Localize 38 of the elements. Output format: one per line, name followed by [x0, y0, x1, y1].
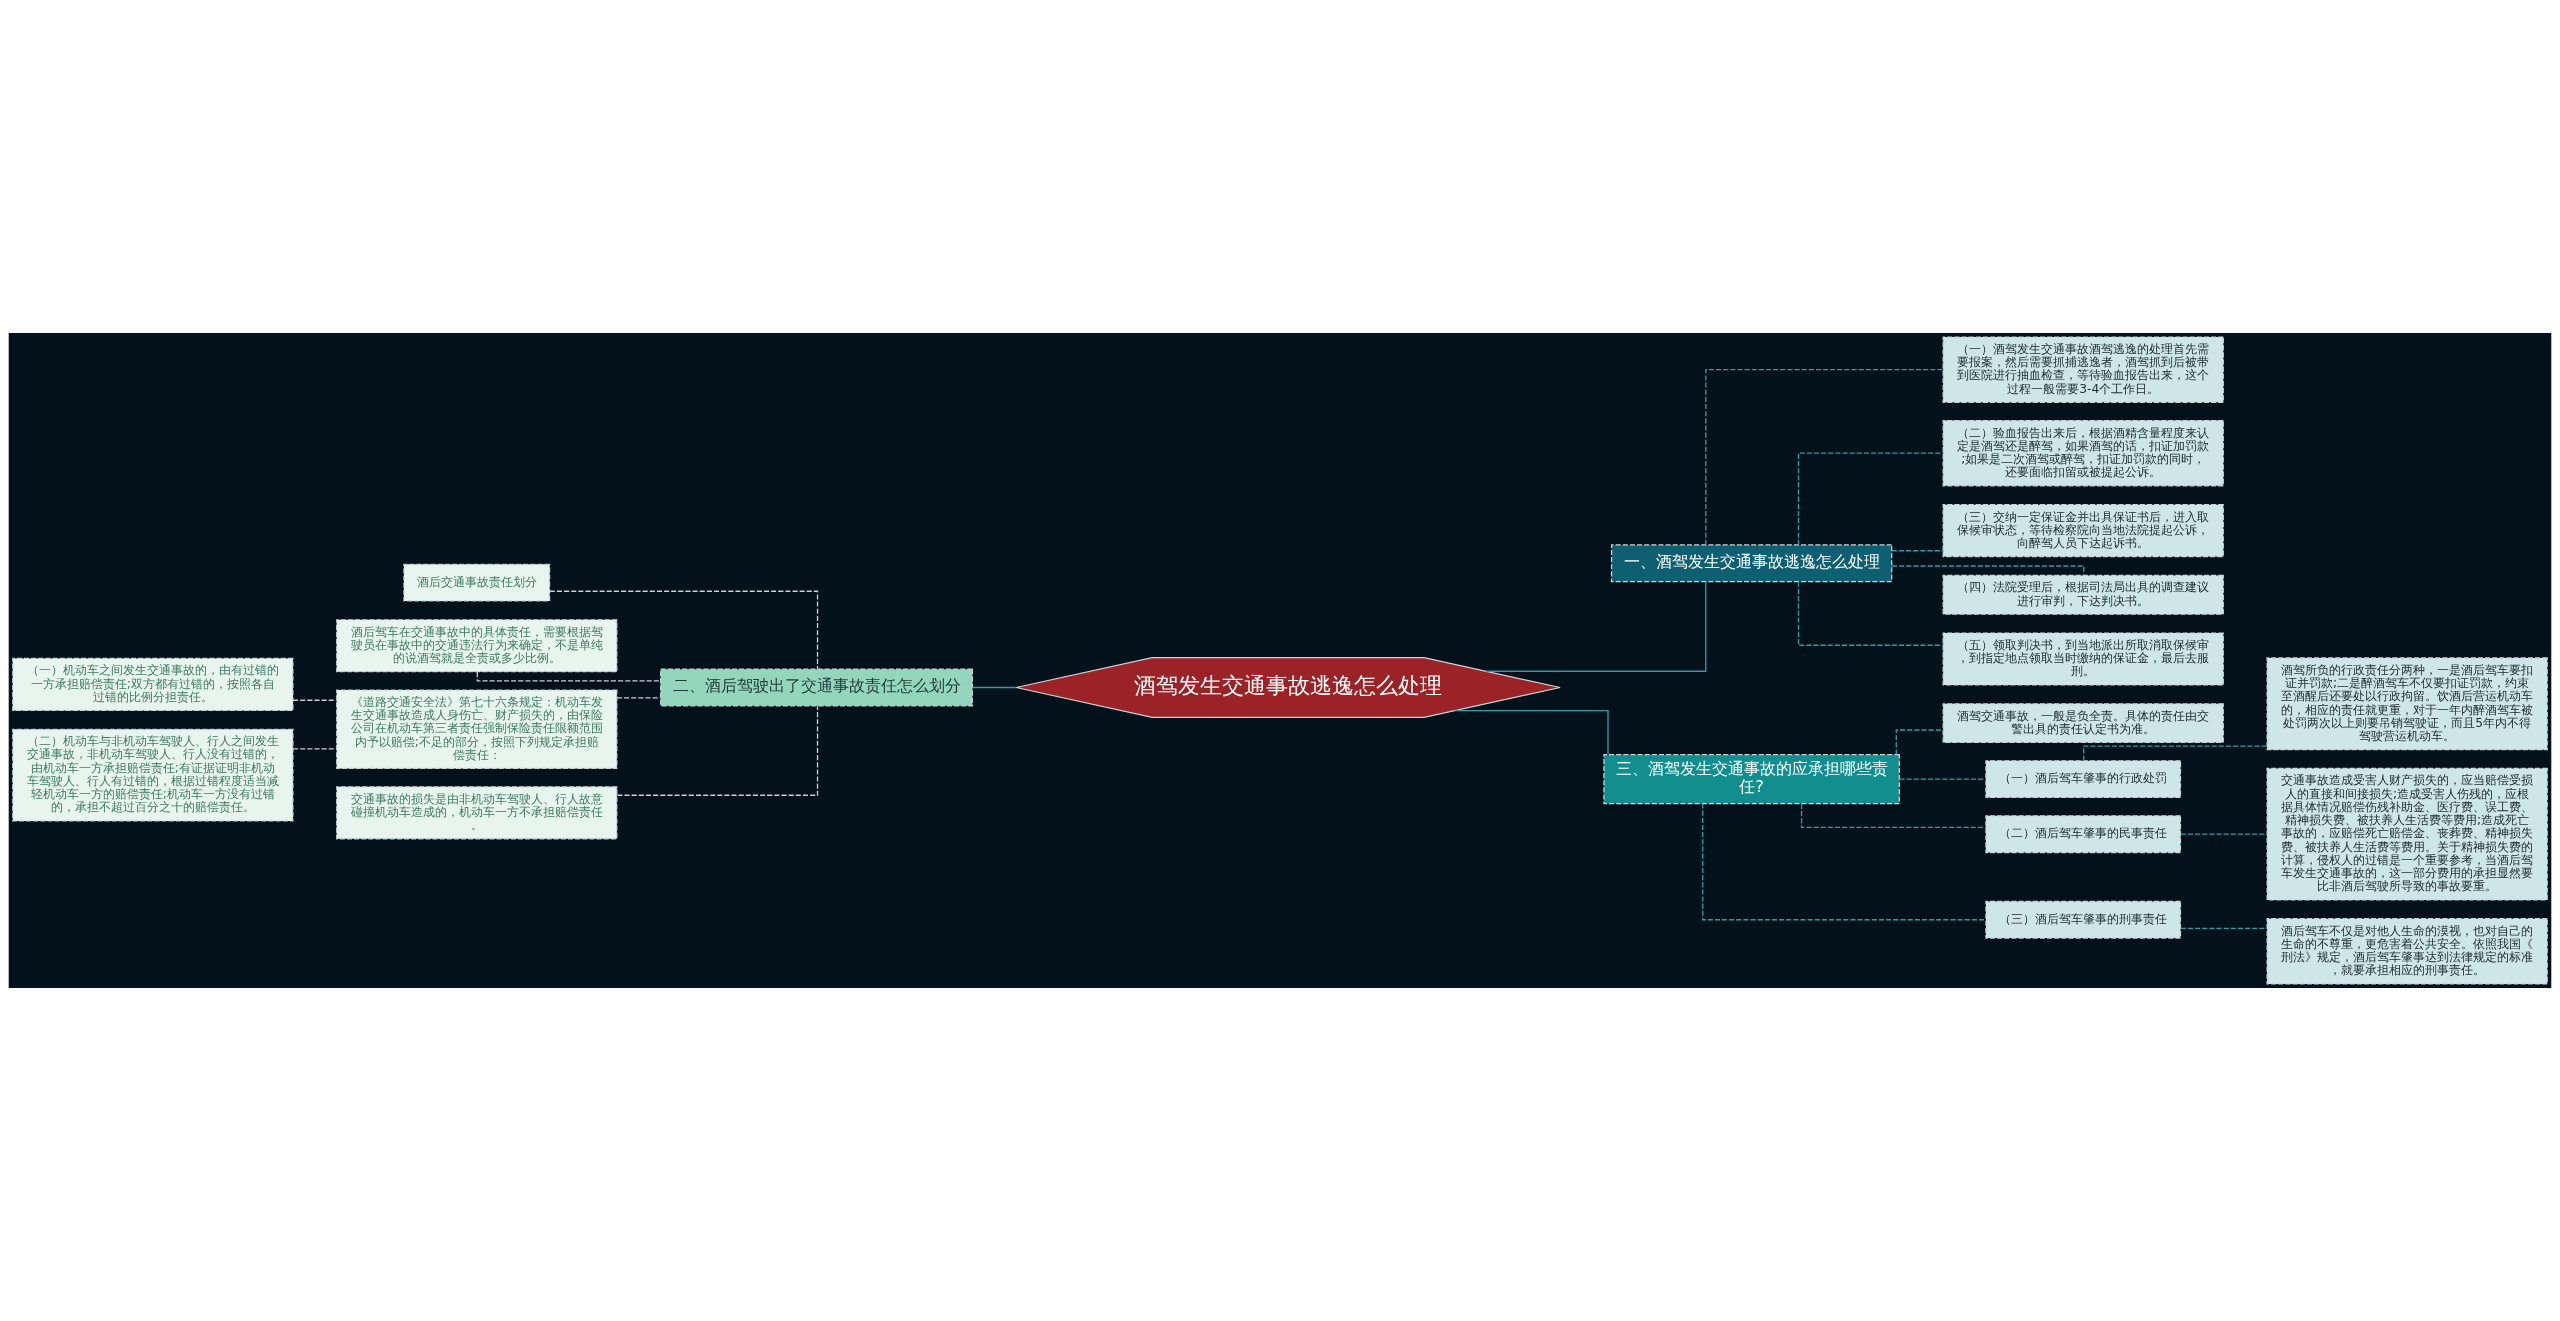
node-box: 酒后驾车不仅是对他人生命的漠视，也对自己的生命的不尊重，更危害着公共安全。依照我国《刑法》规定，酒后驾车肇事达到法律规定的标准，就要承担相应的刑事责任。: [2266, 918, 2548, 985]
connector: [1454, 709, 1609, 756]
connector: [1702, 803, 1987, 921]
node-box: 二、酒后驾驶出了交通事故责任怎么划分: [660, 668, 973, 707]
connector: [1895, 729, 1944, 756]
connector: [971, 686, 1017, 689]
connector: [1797, 581, 1944, 646]
connector: [1485, 581, 1707, 672]
node-box: （二）酒后驾车肇事的民事责任: [1985, 815, 2182, 854]
connector: [549, 590, 819, 670]
connector: [292, 699, 338, 701]
connector: [476, 671, 661, 682]
node-box: （一）酒后驾车肇事的行政处罚: [1985, 760, 2182, 799]
connector: [2180, 927, 2268, 930]
connector: [1705, 369, 1944, 546]
node-box: （二）机动车与非机动车驾驶人、行人之间发生交通事故，非机动车驾驶人、行人没有过错的，由机动车一方承担赔偿责任;有证据证明非机动车驾驶人、行人有过错的，根据过错程度适当减轻机动车一方的赔偿责任;机动车一方没有过错的，承担不超过百分之十的赔偿责任。: [12, 728, 294, 822]
node-box: 酒后驾车在交通事故中的具体责任，需要根据驾驶员在事故中的交通违法行为来确定，不是单纯的说酒驾就是全责或多少比例。: [336, 619, 618, 673]
node-box: 交通事故的损失是由非机动车驾驶人、行人故意碰撞机动车造成的，机动车一方不承担赔偿责任。: [336, 786, 618, 840]
node-box: 三、酒驾发生交通事故的应承担哪些责任?: [1603, 754, 1900, 805]
node-box: （四）法院受理后，根据司法局出具的调查建议进行审判，下达判决书。: [1942, 574, 2224, 615]
connector: [1898, 778, 1987, 780]
node-box: 酒驾交通事故，一般是负全责。具体的责任由交警出具的责任认定书为准。: [1942, 703, 2224, 744]
connector: [616, 705, 819, 796]
node-box: （一）酒驾发生交通事故酒驾逃逸的处理首先需要报案，然后需要抓捕逃逸者，酒驾抓到后被带到医院进行抽血检查，等待验血报告出来，这个过程一般需要3-4个工作日。: [1942, 336, 2224, 403]
node-box: （一）机动车之间发生交通事故的，由有过错的一方承担赔偿责任;双方都有过错的，按照各自过错的比例分担责任。: [12, 657, 294, 711]
node-box: 《道路交通安全法》第七十六条规定：机动车发生交通事故造成人身伤亡、财产损失的，由保险公司在机动车第三者责任强制保险责任限额范围内予以赔偿;不足的部分，按照下列规定承担赔偿责任：: [336, 689, 618, 770]
connector: [2180, 833, 2268, 835]
node-box: （三）酒后驾车肇事的刑事责任: [1985, 900, 2182, 939]
node-box: 酒驾所负的行政责任分两种，一是酒后驾车要扣证并罚款;二是醉酒驾车不仅要扣证罚款，约束至酒醒后还要处以行政拘留。饮酒后营运机动车的，相应的责任就更重，对于一年内醉酒驾车被处罚两次以上则要吊销驾驶证，而且5年内不得驾驶营运机动车。: [2266, 657, 2548, 751]
node-box: 酒后交通事故责任划分: [403, 563, 551, 602]
node-box: 交通事故造成受害人财产损失的，应当赔偿受损人的直接和间接损失;造成受害人伤残的，应根据具体情况赔偿伤残补助金、医疗费、误工费、精神损失费、被扶养人生活费等费用;造成死亡事故的，应赔偿死亡赔偿金、丧葬费、精神损失费、被扶养人生活费等费用。关于精神损失费的计算，侵权人的过错是一个重要参考，当酒后驾车发生交通事故的，这一部分费用的承担显然要比非酒后驾驶所导致的事故要重。: [2266, 767, 2548, 901]
connector: [292, 748, 338, 750]
node-box: 一、酒驾发生交通事故逃逸怎么处理: [1610, 544, 1893, 583]
node-box: （三）交纳一定保证金并出具保证书后，进入取保候审状态，等待检察院向当地法院提起公诉，向醉驾人员下达起诉书。: [1942, 504, 2224, 558]
connector: [1797, 452, 1944, 546]
node-box: （二）验血报告出来后，根据酒精含量程度来认定是酒驾还是醉驾，如果酒驾的话，扣证加罚款;如果是二次酒驾或醉驾，扣证加罚款的同时，还要面临扣留或被提起公诉。: [1942, 420, 2224, 487]
connector: [1891, 550, 1944, 552]
node-box: （五）领取判决书，到当地派出所取消取保候审，到指定地点领取当时缴纳的保证金，最后去服刑。: [1942, 632, 2224, 686]
